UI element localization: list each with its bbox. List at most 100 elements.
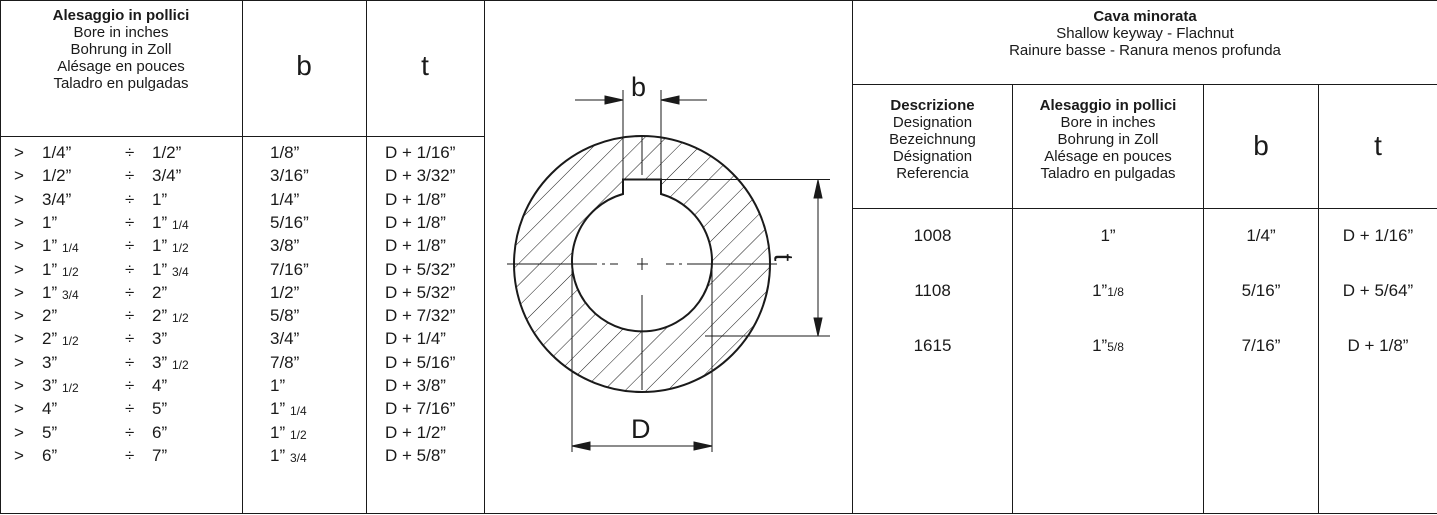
- row-from: 4”: [42, 399, 58, 419]
- shallow-keyway-subtitle: Shallow keyway - Flachnut: [1056, 25, 1234, 42]
- row-to: 1”: [152, 236, 168, 256]
- row-b: 1”: [270, 445, 286, 465]
- row-t: D + 1/16”: [385, 143, 456, 162]
- col-b-header: b: [296, 50, 312, 81]
- row-t: D + 3/8”: [385, 376, 446, 395]
- row-to: 3”: [152, 352, 168, 372]
- row-b: 7/8”: [270, 352, 300, 372]
- row-b: 7/16”: [270, 259, 309, 279]
- row-div: ÷: [125, 282, 135, 302]
- row-b: 3/16”: [270, 166, 309, 186]
- row-to: 7”: [152, 445, 168, 465]
- dimension-t: [661, 179, 830, 337]
- row-t: D + 1/8”: [385, 189, 446, 209]
- row-div: ÷: [125, 329, 135, 349]
- col-b-header-right: b: [1253, 130, 1269, 161]
- row-t: D + 5/32”: [385, 282, 456, 302]
- row-from: 2”: [42, 306, 58, 326]
- dimension-d: [571, 270, 713, 452]
- row-t: D + 7/16”: [385, 399, 456, 419]
- row-div: ÷: [125, 399, 135, 419]
- keyway-drawing-svg: [507, 90, 830, 452]
- shallow-keyway-header: Cava minorata Shallow keyway - Flachnut …: [853, 8, 1437, 59]
- row-from: 2”: [42, 329, 58, 349]
- row-to: 1”: [152, 212, 168, 232]
- bore-header-line: Alesaggio in pollici: [1039, 97, 1177, 114]
- row-to: 5”: [152, 399, 168, 419]
- row-div: ÷: [125, 422, 135, 442]
- col-t-header-right: t: [1374, 130, 1382, 161]
- designation-header-line: Referencia: [896, 165, 969, 182]
- row-b: 1/4”: [270, 189, 300, 209]
- row-b: 1”: [270, 376, 286, 395]
- row-from: 1”: [42, 236, 58, 256]
- row-t: D + 5/32”: [385, 259, 456, 279]
- row-t: D + 1/16”: [1342, 226, 1414, 245]
- bore-header-line: Bohrung in Zoll: [70, 41, 172, 58]
- col-t-header: t: [421, 50, 429, 81]
- row-to: 4”: [152, 376, 168, 395]
- shallow-keyway-title: Cava minorata: [1093, 8, 1197, 25]
- row-gt: >: [14, 352, 24, 372]
- row-gt: >: [14, 282, 24, 302]
- row-gt: >: [14, 189, 24, 209]
- row-gt: >: [14, 259, 24, 279]
- row-t: D + 1/4”: [385, 329, 446, 349]
- dimension-b: [575, 90, 707, 180]
- row-to: 6”: [152, 422, 168, 442]
- row-to-sub: 1/4: [172, 217, 189, 232]
- bore-header-line: Taladro en pulgadas: [1040, 165, 1176, 182]
- bore-header-line: Bohrung in Zoll: [1057, 131, 1159, 148]
- bore-header-right: Alesaggio in pollici Bore in inches Bohr…: [1013, 97, 1203, 182]
- row-div: ÷: [125, 306, 135, 326]
- row-from-sub: 1/2: [62, 334, 79, 349]
- centre-lines: [507, 135, 777, 390]
- row-to: 3/4”: [152, 166, 182, 186]
- row-b: 5/8”: [270, 306, 300, 326]
- row-b: 1/4”: [1246, 226, 1276, 245]
- keyway-drawing: b t D: [485, 0, 852, 514]
- row-from: 3”: [42, 352, 58, 372]
- designation-header-line: Designation: [892, 114, 973, 131]
- label-d: D: [631, 414, 651, 444]
- row-to: 3”: [152, 329, 168, 349]
- row-gt: >: [14, 236, 24, 256]
- row-div: ÷: [125, 212, 135, 232]
- row-from: 6”: [42, 445, 58, 465]
- row-bore-value: 1”: [1092, 336, 1108, 355]
- row-b: 5/16”: [1241, 281, 1281, 300]
- row-bore-value: 1”: [1092, 281, 1108, 300]
- row-to: 2”: [152, 282, 168, 302]
- row-div: ÷: [125, 236, 135, 256]
- row-b: 1”: [270, 422, 286, 442]
- row-code: 1008: [913, 226, 952, 245]
- row-t: D + 7/32”: [385, 306, 456, 326]
- row-t: D + 3/32”: [385, 166, 456, 186]
- row-from-sub: 1/4: [62, 241, 79, 256]
- designation-header-line: Bezeichnung: [889, 131, 976, 148]
- row-div: ÷: [125, 166, 135, 186]
- row-from: 1/4”: [42, 143, 72, 162]
- bore-header-line: Alesaggio in pollici: [52, 7, 190, 24]
- row-div: ÷: [125, 352, 135, 372]
- row-to: 2”: [152, 306, 168, 326]
- row-from: 3/4”: [42, 189, 72, 209]
- row-bore-sub: 1/8: [1107, 285, 1124, 299]
- row-b: 1/8”: [270, 143, 300, 162]
- designation-header: Descrizione Designation Bezeichnung Dési…: [853, 97, 1012, 182]
- row-from: 1”: [42, 212, 58, 232]
- row-b: 5/16”: [270, 212, 309, 232]
- row-b: 3/8”: [270, 236, 300, 256]
- row-from-sub: 1/2: [62, 264, 79, 279]
- row-div: ÷: [125, 143, 135, 162]
- row-to: 1”: [152, 189, 168, 209]
- shallow-keyway-subtitle: Rainure basse - Ranura menos profunda: [1009, 42, 1281, 59]
- row-b: 1/2”: [270, 282, 300, 302]
- label-b: b: [631, 72, 647, 102]
- row-div: ÷: [125, 259, 135, 279]
- row-b-sub: 3/4: [290, 450, 307, 465]
- row-gt: >: [14, 376, 24, 395]
- row-bore: 1”1/8: [1013, 281, 1203, 301]
- designation-header-line: Désignation: [892, 148, 973, 165]
- row-gt: >: [14, 399, 24, 419]
